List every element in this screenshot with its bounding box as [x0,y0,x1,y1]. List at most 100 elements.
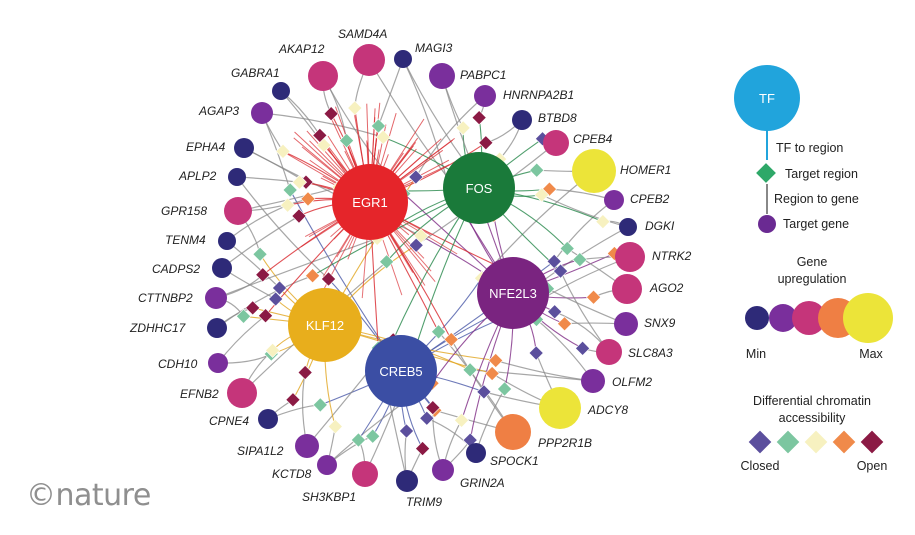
region-gene-edge [226,240,280,289]
target-region [484,366,500,382]
target-region [268,291,284,307]
gene-label-tenm4: TENM4 [165,233,206,247]
target-region [285,392,301,408]
gene-node-samd4a [353,44,385,76]
tf-node-egr1 [332,164,408,240]
gene-node-cpeb2 [604,190,624,210]
gene-node-olfm2 [581,369,605,393]
gene-label-adcy8: ADCY8 [587,403,628,417]
target-region [398,423,414,439]
gene-label-homer1: HOMER1 [620,163,671,177]
gene-node-efnb2 [227,378,257,408]
gene-label-kctd8: KCTD8 [272,467,312,481]
gene-label-spock1: SPOCK1 [490,454,539,468]
gene-node-trim9 [396,470,418,492]
upregulation-swatch-2 [769,304,797,332]
target-region [265,342,281,358]
target-region [529,162,545,178]
legend-tf-label: TF [759,91,775,106]
gene-label-sh3kbp1: SH3KBP1 [302,490,356,504]
region-gene-edge [261,112,384,138]
region-gene-edge [415,95,486,178]
target-region [443,332,459,348]
gene-label-aplp2: APLP2 [178,169,217,183]
upregulation-swatch-1 [745,306,769,330]
tf-node-fos [443,152,515,224]
gene-label-btbd8: BTBD8 [538,111,577,125]
target-region [375,129,391,145]
legend-access-title-2: accessibility [779,411,846,425]
gene-label-agap3: AGAP3 [198,104,239,118]
target-region [478,135,494,151]
gene-node-magi3 [394,50,412,68]
target-region [408,237,424,253]
region-gene-edge [368,59,454,186]
region-gene-edge [495,359,594,382]
target-region [379,254,395,270]
gene-label-cdh10: CDH10 [158,357,198,371]
target-region [255,267,271,283]
legend-upreg-min: Min [746,347,766,361]
gene-node-sipa1l2 [295,434,319,458]
gene-node-spock1 [466,443,486,463]
target-region [547,304,563,320]
legend-access-title-1: Differential chromatin [753,394,871,408]
gene-node-slc8a3 [596,339,622,365]
tf-label-nfe2l3: NFE2L3 [489,286,537,301]
gene-node-gpr158 [224,197,252,225]
legend-upreg-title-2: upregulation [778,272,847,286]
legend-access-open: Open [857,459,888,473]
gene-label-ntrk2: NTRK2 [652,249,692,263]
region-gene-edge [215,237,378,299]
target-region [557,316,573,332]
gene-label-cttnbp2: CTTNBP2 [138,291,193,305]
target-region [455,120,471,136]
tf-node-klf12 [288,288,362,362]
gene-node-btbd8 [512,110,532,130]
gene-label-ppp2r1b: PPP2R1B [538,436,592,450]
target-region [408,169,424,185]
target-region [252,246,268,262]
gene-node-cdh10 [208,353,228,373]
legend-tf-node [734,65,800,131]
gene-node-gabra1 [272,82,290,100]
target-region [497,381,513,397]
target-region [282,182,298,198]
gene-node-adcy8 [539,387,581,429]
gene-label-sipa1l2: SIPA1L2 [237,444,284,458]
target-region [347,100,363,116]
tf-label-fos: FOS [466,181,493,196]
gene-node-akap12 [308,61,338,91]
gene-label-grin2a: GRIN2A [460,476,505,490]
gene-label-snx9: SNX9 [644,316,676,330]
gene-label-cadps2: CADPS2 [152,262,200,276]
legend: TF TF to region Target region Region to … [734,65,893,473]
gene-label-cpeb4: CPEB4 [573,132,613,146]
upregulation-scale [745,293,893,343]
target-region [534,187,550,203]
gene-label-trim9: TRIM9 [406,495,442,509]
target-region [528,345,544,361]
target-region [258,308,274,324]
target-region [559,240,575,256]
gene-node-epha4 [234,138,254,158]
gene-node-homer1 [572,149,616,193]
tf-label-egr1: EGR1 [352,195,387,210]
region-gene-edge [216,275,313,329]
accessibility-swatch-4 [832,430,856,454]
gene-node-cttnbp2 [205,287,227,309]
gene-label-akap12: AKAP12 [278,42,325,56]
target-region [471,110,487,126]
target-region [323,106,339,122]
legend-target-region: Target region [785,167,858,181]
legend-region-diamond [756,163,776,183]
accessibility-swatch-3 [804,430,828,454]
target-region [575,340,591,356]
gene-label-magi3: MAGI3 [415,41,453,55]
target-region [476,384,492,400]
upregulation-swatch-5 [843,293,893,343]
gene-node-agap3 [251,102,273,124]
legend-upreg-max: Max [859,347,883,361]
